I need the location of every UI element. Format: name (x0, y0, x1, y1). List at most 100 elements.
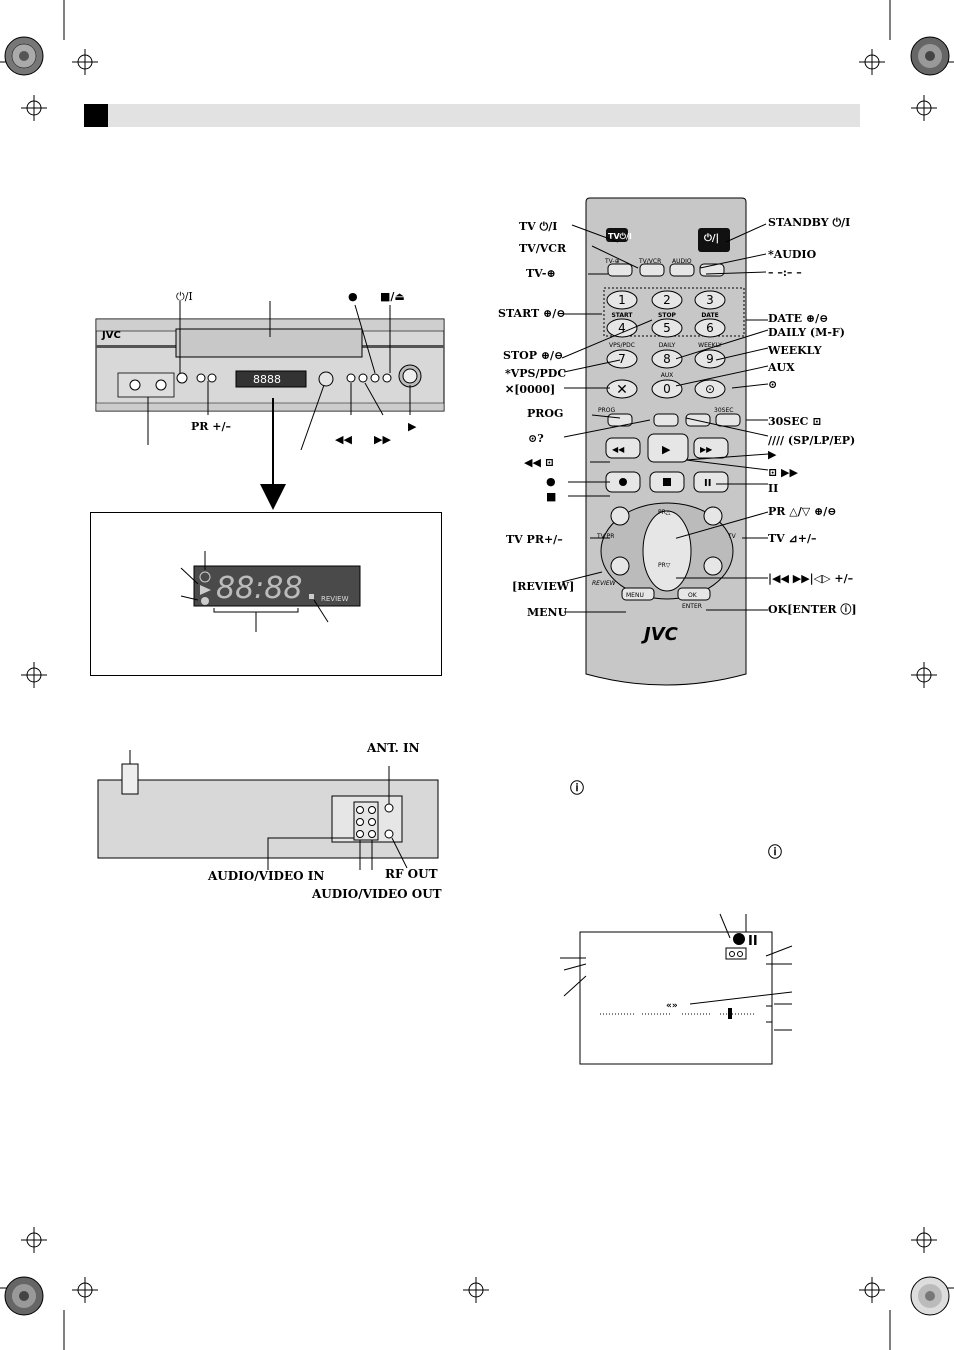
rear-rf-out: RF OUT (385, 867, 438, 881)
vcr-rear-panel (97, 750, 439, 870)
info-icon: ⓘ (768, 845, 782, 861)
label-tv-input: TV-⊕ (526, 267, 556, 280)
svg-text:3: 3 (706, 293, 714, 307)
svg-text:▶: ▶ (662, 443, 671, 456)
button-3[interactable] (694, 290, 726, 310)
display-box (90, 512, 442, 676)
tv-vol-plus-button[interactable] (703, 506, 723, 526)
svg-text:◀◀: ◀◀ (612, 445, 625, 454)
svg-text:STOP: STOP (658, 312, 677, 319)
vcr-brand: JVC (101, 330, 121, 341)
display-review: REVIEW (321, 595, 349, 603)
svg-text:5: 5 (663, 321, 671, 335)
vcr-front-panel: 8888 JVC (95, 301, 445, 450)
button-1[interactable] (606, 290, 638, 310)
header-square (84, 104, 108, 127)
label-review: [REVIEW] (512, 580, 575, 593)
tv-pr-plus-button[interactable] (610, 506, 630, 526)
svg-text:4: 4 (618, 321, 626, 335)
label-stop: STOP ⊕/⊖ (503, 349, 564, 362)
tv-vol-minus-button[interactable] (703, 556, 723, 576)
cancel-button[interactable] (606, 379, 638, 399)
button-8[interactable] (651, 349, 683, 369)
label-aux: AUX (768, 361, 795, 374)
svg-text:▶▶: ▶▶ (700, 445, 713, 454)
svg-text:AUDIO: AUDIO (672, 258, 692, 265)
rear-av-in: AUDIO/VIDEO IN (208, 869, 325, 883)
label-tv-pr: TV PR+/– (506, 533, 563, 546)
vcr-pr-label: PR +/– (191, 420, 231, 433)
label-timer-check: ⊙? (528, 432, 544, 445)
button-5[interactable] (651, 318, 683, 338)
svg-text:7: 7 (618, 352, 626, 366)
speed-button[interactable] (685, 413, 711, 427)
osd-rec-icon (733, 933, 745, 945)
standby-button[interactable] (698, 228, 730, 252)
svg-text:30SEC: 30SEC (714, 407, 733, 414)
label-tv-vol: TV ⊿+/– (768, 532, 817, 545)
remote-control: TV⏻/I ⏻/| TV-⊕ TV/VCR AUDIO 1 2 3 4 5 6 … (585, 197, 747, 686)
button-4[interactable] (606, 318, 638, 338)
svg-text:REVIEW: REVIEW (592, 580, 617, 587)
rear-av-out: AUDIO/VIDEO OUT (312, 887, 442, 901)
svg-text:TV⏻/I: TV⏻/I (608, 232, 632, 241)
label-tvvcr: TV/VCR (519, 242, 567, 255)
timer-button[interactable] (694, 379, 726, 399)
label-weekly: WEEKLY (768, 344, 822, 357)
30sec-button[interactable] (715, 413, 741, 427)
arrow-down-icon (260, 398, 286, 510)
svg-text:PR▽: PR▽ (658, 562, 671, 569)
info-icon: ⓘ (570, 781, 584, 797)
display-digits: 88:88 (216, 571, 302, 606)
svg-text:TV: TV (727, 533, 737, 540)
label-cancel: ✕[0000] (505, 383, 556, 396)
pr-button[interactable] (642, 510, 692, 592)
audio-button[interactable] (669, 263, 695, 277)
rewind-button[interactable] (605, 437, 641, 459)
label-vpspdc: *VPS/PDC (505, 367, 567, 380)
label-speed: //// (SP/LP/EP) (768, 434, 856, 447)
svg-text:TV-⊕: TV-⊕ (604, 258, 620, 265)
svg-text:⊙: ⊙ (705, 382, 715, 396)
tv-input-button[interactable] (607, 263, 633, 277)
button-2[interactable] (651, 290, 683, 310)
label-timer: ⊙ (768, 378, 778, 391)
button-7[interactable] (606, 349, 638, 369)
label-prog: PROG (527, 407, 564, 420)
svg-text:VPS/PDC: VPS/PDC (609, 342, 635, 349)
tv-power-button[interactable] (606, 228, 628, 242)
timer-check-button[interactable] (653, 413, 679, 427)
remote-leader-lines (561, 224, 653, 613)
button-6[interactable] (694, 318, 726, 338)
svg-text:DAILY: DAILY (659, 342, 676, 349)
svg-text:PROG: PROG (598, 407, 616, 414)
label-skip: |◀◀ ▶▶|◁▷ +/– (768, 572, 854, 585)
svg-text:START: START (611, 312, 633, 319)
label-pause: II (768, 482, 779, 495)
label-stop-button: ■ (546, 490, 557, 503)
svg-text:TV/VCR: TV/VCR (638, 258, 661, 265)
play-button[interactable] (647, 433, 689, 463)
svg-text:TV PR: TV PR (596, 533, 614, 540)
menu-button[interactable] (621, 587, 655, 601)
label-ok: OK[ENTER ⓘ] (768, 603, 857, 616)
label-audio: *AUDIO (768, 248, 817, 261)
pause-button[interactable] (693, 471, 729, 493)
label-menu: MENU (527, 606, 568, 619)
vcr-ffwd-label: ▶▶ (374, 433, 391, 446)
button-9[interactable] (694, 349, 726, 369)
svg-text:PR△: PR△ (658, 509, 671, 516)
label-record: ● (546, 475, 556, 488)
svg-text:ENTER: ENTER (682, 603, 702, 610)
label-play: ▶ (768, 448, 777, 461)
label-date: DATE ⊕/⊖ (768, 312, 829, 325)
ok-button[interactable] (677, 587, 711, 601)
rear-ant-in: ANT. IN (367, 741, 420, 755)
remote-leader-lines-right (676, 223, 769, 611)
svg-text:0: 0 (663, 382, 671, 396)
button-0[interactable] (651, 379, 683, 399)
tvvcr-button[interactable] (639, 263, 665, 277)
tv-pr-minus-button[interactable] (610, 556, 630, 576)
header-bar (84, 104, 860, 127)
